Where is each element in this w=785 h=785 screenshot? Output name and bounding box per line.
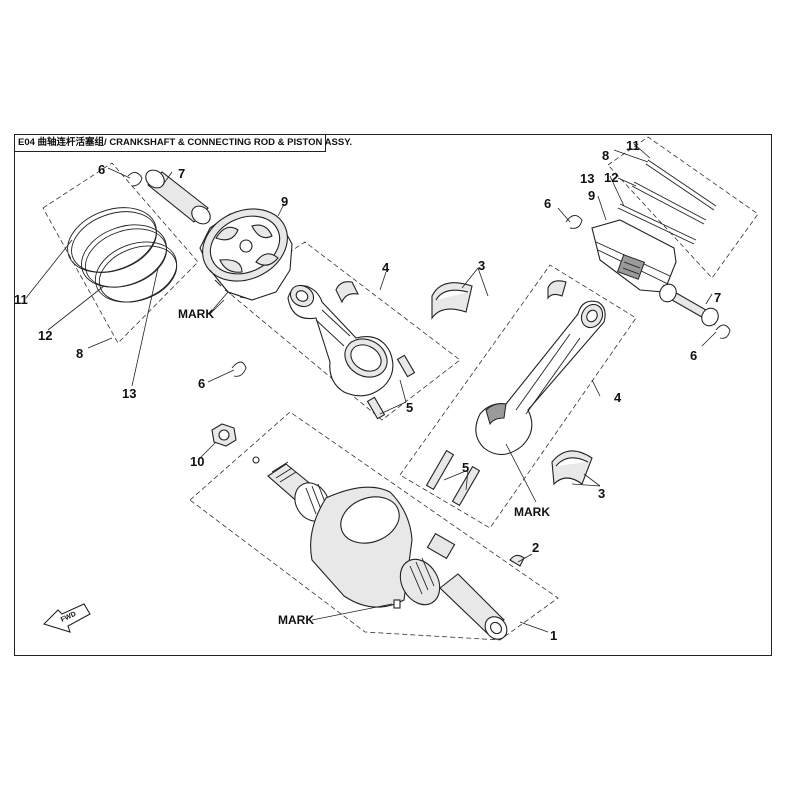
callout-3-left: 3 [478,258,485,273]
rod-bolts-left [366,354,416,420]
circlip-bottom-left [231,361,247,377]
callout-13-right: 13 [580,171,594,186]
piston-pin-right [659,283,719,327]
connecting-rod-outline-left [227,241,461,421]
callout-11-left: 11 [14,292,28,307]
callout-3-right: 3 [598,486,605,501]
callout-4-left: 4 [382,260,390,275]
callout-4-right: 4 [614,390,622,405]
connecting-rod-left [287,284,394,397]
crank-nut [211,423,260,464]
callout-6-bottom-left: 6 [198,376,205,391]
group-outlines [42,136,759,641]
callout-7-left: 7 [178,166,185,181]
callout-8-left: 8 [76,346,83,361]
leader-lines [25,143,717,633]
diagram-frame [14,134,772,656]
callout-8-right: 8 [602,148,609,163]
callout-1: 1 [550,628,557,643]
rod-bolts-right [425,449,481,507]
ring-set-outline-right [607,136,759,279]
callout-9-right: 9 [588,188,595,203]
bearing-shell-small-left [335,281,359,304]
circlip-top-right [565,215,583,229]
piston-ring-set-right [617,159,717,245]
mark-label-crankshaft: MARK [278,613,314,627]
piston-ring-set-left [67,207,178,303]
piston-left [199,208,293,301]
callout-5-left: 5 [406,400,413,415]
mark-label-piston: MARK [178,307,214,321]
connecting-rod-right [475,300,606,456]
callout-9-left: 9 [281,194,288,209]
piston-right [591,219,677,293]
callout-6-bottom-right: 6 [690,348,697,363]
callout-12-right: 12 [604,170,618,185]
callout-7-right: 7 [714,290,721,305]
bearing-shells-left [431,282,473,320]
crankshaft [267,461,508,640]
callout-10: 10 [190,454,204,469]
connecting-rod-outline-right [399,264,637,529]
mark-label-rod: MARK [514,505,550,519]
circlip-top-left [127,172,143,187]
bearing-shell-small-right [547,280,567,300]
callout-2: 2 [532,540,539,555]
diagram-title: E04 曲轴连杆活塞组/ CRANKSHAFT & CONNECTING ROD… [14,134,352,152]
callout-5-right: 5 [462,460,469,475]
callout-12-left: 12 [38,328,52,343]
ring-set-outline-left [42,162,199,344]
forward-arrow-icon: FWD [42,603,91,633]
callout-6-top-left: 6 [98,162,105,177]
callout-labels: 6 7 9 MARK 11 12 8 13 6 4 3 5 10 11 8 12… [14,138,721,643]
callout-13-left: 13 [122,386,136,401]
woodruff-key [509,554,525,567]
bearing-shells-right [551,450,593,486]
circlip-bottom-right [715,324,731,339]
callout-6-top-right: 6 [544,196,551,211]
callout-11-right: 11 [626,138,640,153]
